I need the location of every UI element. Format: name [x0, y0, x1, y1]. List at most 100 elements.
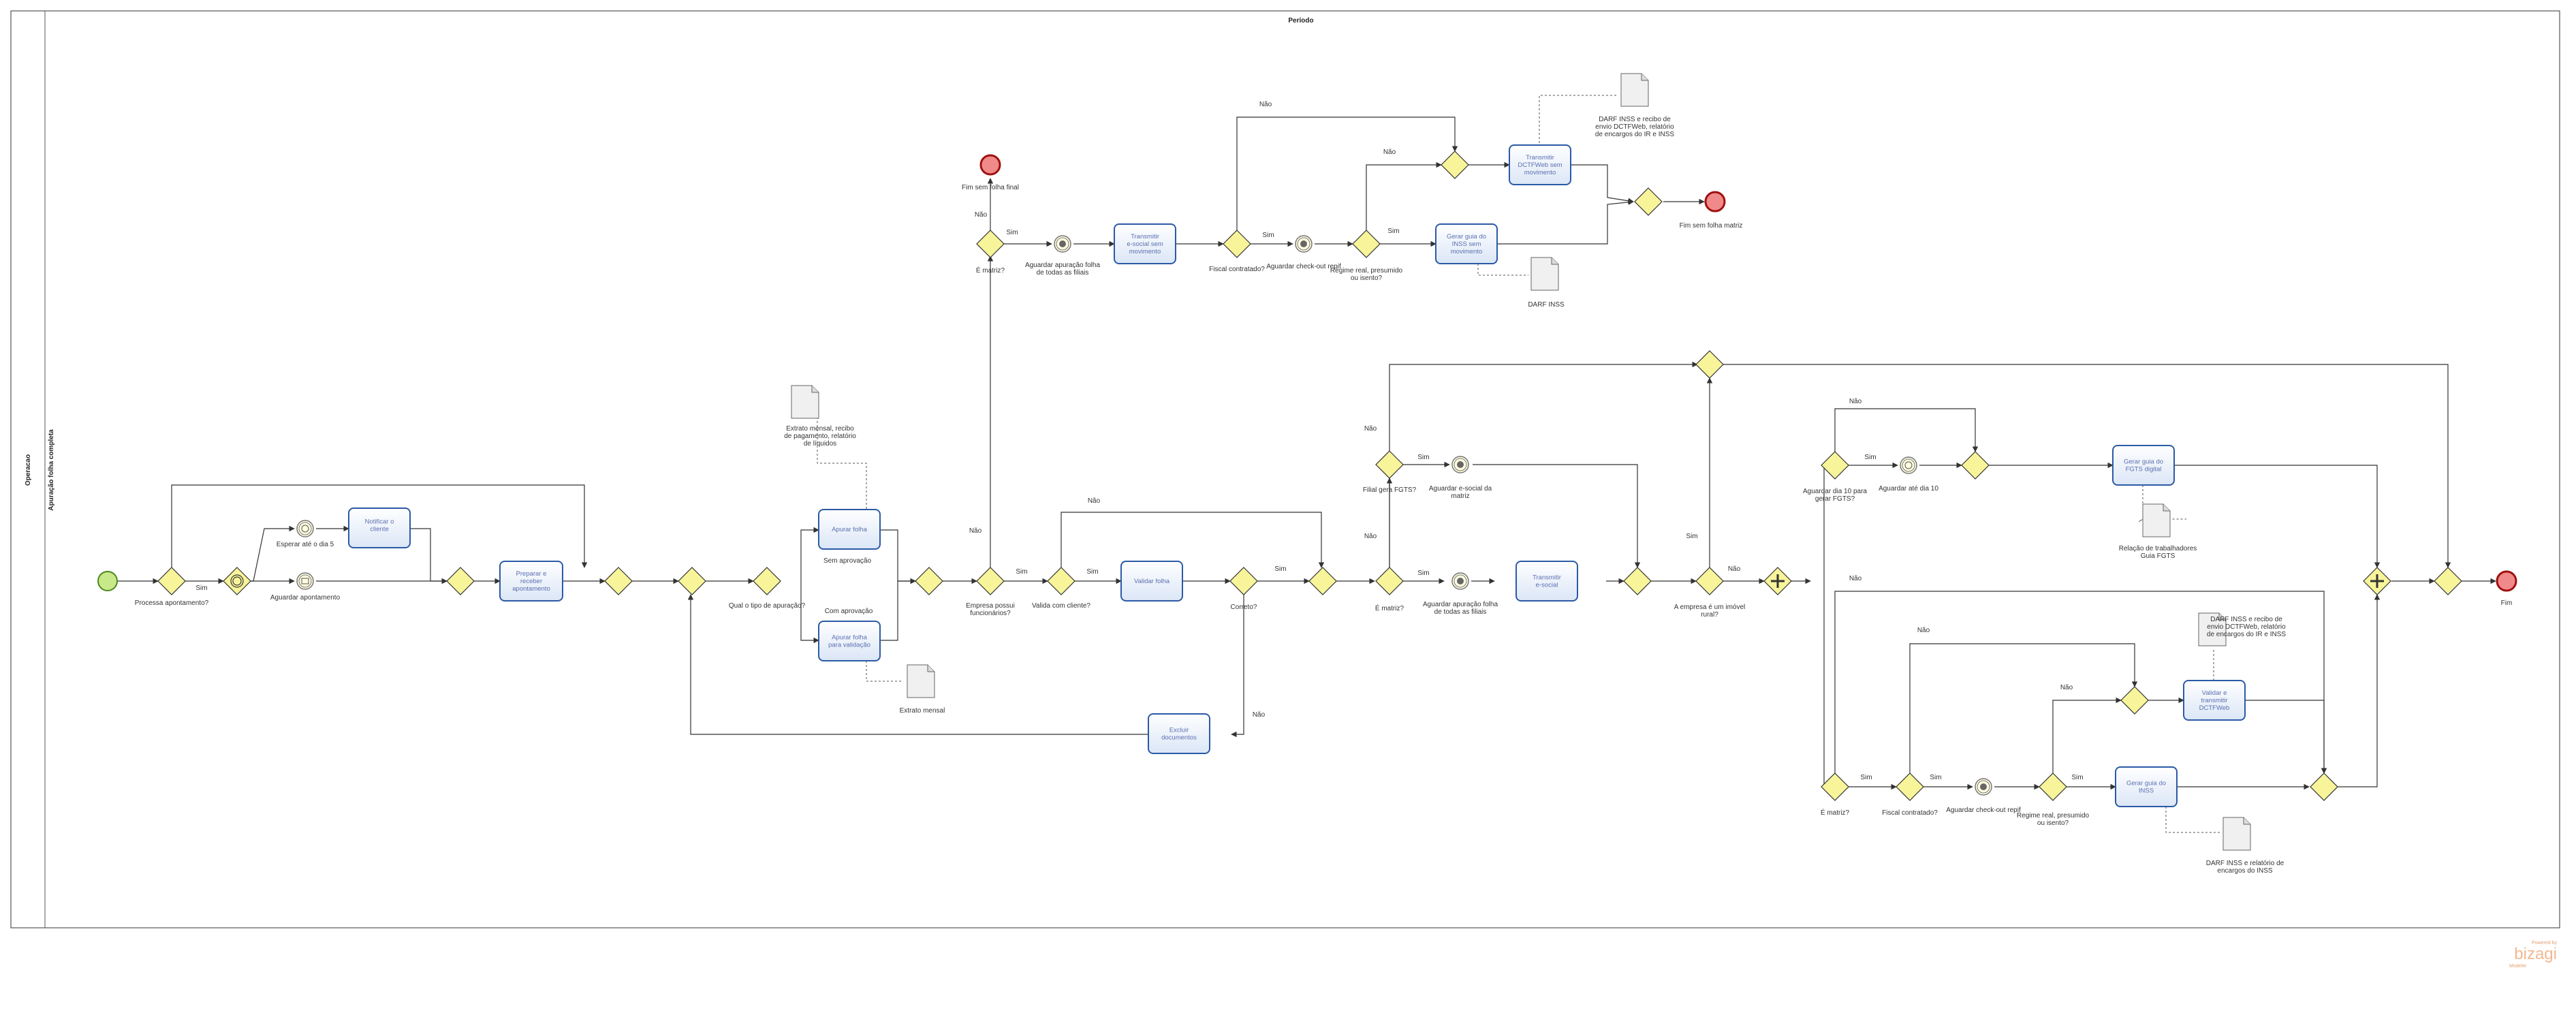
gateway-correto[interactable]	[1229, 567, 1258, 595]
gateway-merge-dctf[interactable]	[2120, 686, 2149, 715]
gateway-parallel-join[interactable]	[2363, 567, 2391, 595]
task-validar-label: Validar folha	[1134, 578, 1170, 585]
label-correto: Correto?	[1231, 604, 1257, 611]
gateway-regime-top[interactable]	[1352, 230, 1381, 258]
gateway-parallel-split[interactable]	[1763, 567, 1792, 595]
gateway-merge-final[interactable]	[2434, 567, 2462, 595]
gateway-filial-fgts[interactable]	[1375, 450, 1404, 479]
gateway-imovel-rural[interactable]	[1695, 567, 1724, 595]
intermediate-event-checkout[interactable]	[1295, 235, 1313, 253]
gateway-merge-6[interactable]	[1623, 567, 1652, 595]
intermediate-event-esocial-matriz[interactable]	[1451, 456, 1469, 473]
label-nao-6: Não	[1728, 565, 1741, 573]
task-apurar-label: Apurar folha	[832, 526, 867, 533]
label-sim-2: Sim	[1016, 568, 1027, 576]
timer-event-dia5[interactable]	[296, 520, 314, 537]
labels: Processa apontamento? Sim Esperar até o …	[135, 101, 2513, 875]
intermediate-event-filiais[interactable]	[1054, 235, 1071, 253]
label-nao-4: Não	[1364, 533, 1377, 540]
label-fim: Fim	[2501, 599, 2513, 607]
powered-by-label: Powered by	[2532, 941, 2557, 946]
gateway-fiscal-top[interactable]	[1223, 230, 1251, 258]
gateways	[157, 151, 2462, 801]
gateway-regime-2[interactable]	[2039, 772, 2067, 801]
gateway-merge-top[interactable]	[1695, 350, 1724, 379]
label-nao-11: Não	[975, 211, 988, 219]
end-event-sem-folha-final[interactable]	[979, 154, 1001, 176]
end-event-fim[interactable]	[2496, 570, 2517, 592]
end-event-sem-folha-matriz[interactable]	[1704, 191, 1726, 213]
task-apurar[interactable]: Apurar folha	[818, 509, 881, 550]
label-nao-2: Não	[1088, 497, 1101, 505]
gateway-e-matriz-2[interactable]	[1821, 772, 1849, 801]
document-icon-darf-dctf	[1620, 73, 1649, 107]
label-fiscal-2: Fiscal contratado?	[1882, 809, 1938, 817]
gateway-event-based[interactable]	[223, 567, 251, 595]
gateway-merge-4[interactable]	[915, 567, 943, 595]
gateway-merge-5[interactable]	[1308, 567, 1337, 595]
start-event[interactable]	[97, 571, 118, 591]
sequence-flows	[117, 116, 2496, 790]
timer-event-dia10[interactable]	[1900, 456, 1917, 474]
gateway-merge-3[interactable]	[678, 567, 706, 595]
message-event-apontamento[interactable]	[296, 572, 314, 590]
label-processa: Processa apontamento?	[135, 599, 209, 607]
label-nao-5: Não	[1364, 425, 1377, 433]
label-esperar-dia5: Esperar até o dia 5	[277, 541, 334, 548]
label-qual-tipo: Qual o tipo de apuração?	[729, 602, 806, 610]
gateway-empresa-funcionarios[interactable]	[976, 567, 1005, 595]
document-icon-darf	[1530, 257, 1559, 291]
label-e-matriz-top: É matriz?	[976, 266, 1005, 275]
intermediate-event-checkout-2[interactable]	[1975, 778, 1992, 796]
gateway-e-matriz[interactable]	[1375, 567, 1404, 595]
gateway-processa[interactable]	[157, 567, 186, 595]
gateway-merge-2[interactable]	[604, 567, 633, 595]
label-sim-5: Sim	[1417, 569, 1429, 577]
gateway-merge-top-2[interactable]	[1441, 151, 1469, 179]
label-sim-9: Sim	[1860, 774, 1872, 781]
gateway-valida-cliente[interactable]	[1047, 567, 1075, 595]
label-sim-7: Sim	[1686, 533, 1697, 540]
label-sim-4: Sim	[1274, 565, 1286, 573]
label-sim-11: Sim	[2071, 774, 2083, 781]
gateway-tipo-apuracao[interactable]	[753, 567, 781, 595]
gateway-merge-top-3[interactable]	[1634, 187, 1663, 216]
label-nao-12: Não	[1259, 101, 1272, 108]
gateway-e-matriz-top[interactable]	[976, 230, 1005, 258]
gateway-fiscal-2[interactable]	[1896, 772, 1924, 801]
label-nao-1: Não	[969, 527, 982, 535]
intermediate-event-filiais-2[interactable]	[1451, 572, 1469, 590]
label-sem-aprovacao: Sem aprovação	[823, 557, 871, 565]
label-fim-sem-folha-final: Fim sem folha final	[962, 184, 1019, 191]
gateway-merge-fgts[interactable]	[1961, 451, 1990, 480]
gateway-merge-1[interactable]	[446, 567, 475, 595]
gateway-merge-inss[interactable]	[2310, 772, 2338, 801]
gateway-dia10[interactable]	[1821, 451, 1849, 480]
task-validar[interactable]: Validar folha	[1120, 561, 1183, 602]
